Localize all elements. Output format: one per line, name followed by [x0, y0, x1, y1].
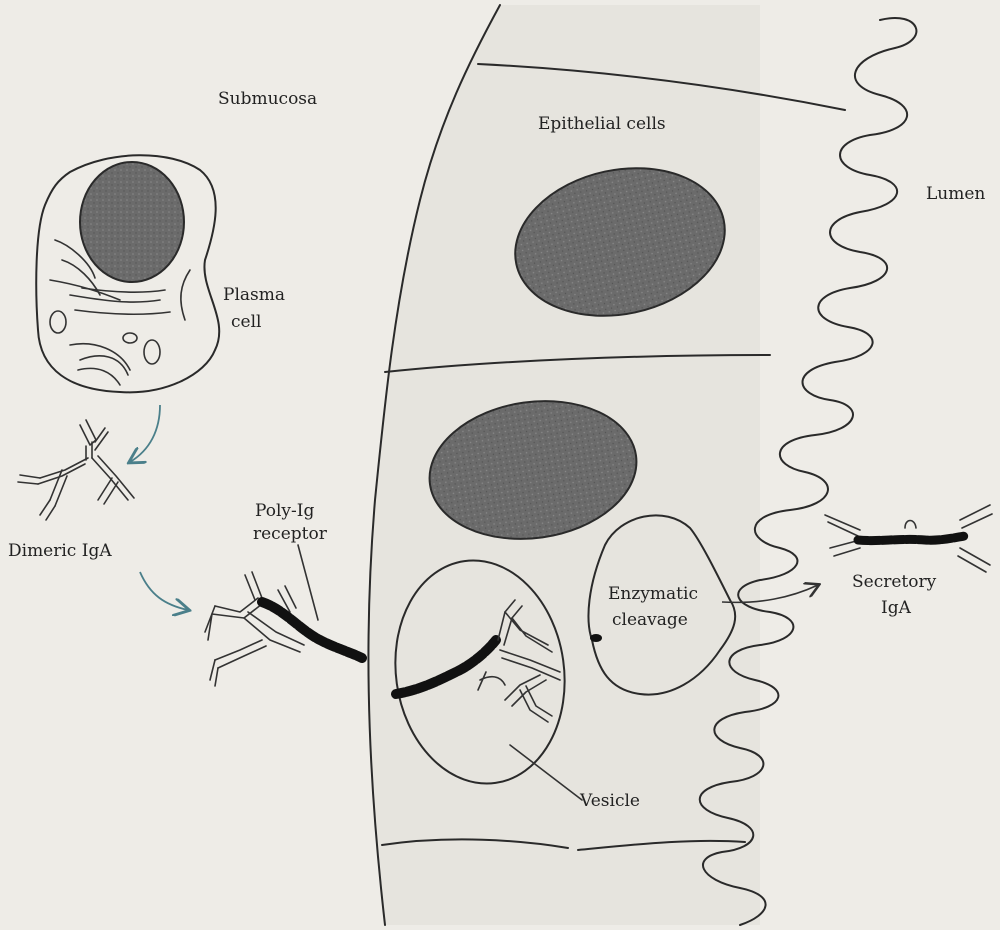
label-dimeric-iga: Dimeric IgA	[8, 540, 112, 562]
label-epithelial-cells: Epithelial cells	[538, 113, 666, 135]
label-secretory-2: IgA	[881, 597, 911, 619]
plasma-cell	[36, 155, 219, 392]
secretory-component	[858, 536, 965, 541]
cleavage-site	[590, 634, 602, 642]
label-poly-ig-1: Poly-Ig	[255, 500, 314, 522]
label-plasma-cell-1: Plasma	[223, 284, 285, 306]
label-submucosa: Submucosa	[218, 88, 317, 110]
iga-receptor-complex	[205, 572, 362, 686]
plasma-cell-nucleus	[80, 162, 184, 282]
label-vesicle: Vesicle	[580, 790, 640, 812]
secretory-iga-molecule	[825, 505, 992, 572]
label-enzymatic-1: Enzymatic	[608, 583, 698, 605]
label-secretory-1: Secretory	[852, 571, 936, 593]
secretion-arrow	[130, 405, 160, 462]
dimeric-iga-molecule	[18, 420, 134, 520]
poly-ig-pointer	[298, 545, 318, 620]
binding-arrow	[140, 572, 188, 610]
poly-ig-receptor-outside	[262, 602, 362, 658]
label-plasma-cell-2: cell	[231, 311, 261, 333]
label-poly-ig-2: receptor	[253, 523, 327, 545]
label-enzymatic-2: cleavage	[612, 609, 688, 631]
label-lumen: Lumen	[926, 183, 985, 205]
